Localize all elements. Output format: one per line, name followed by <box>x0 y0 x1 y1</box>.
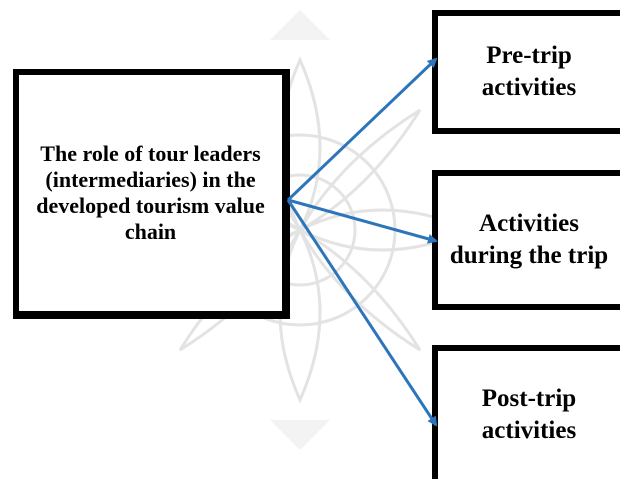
arrow-to-post-trip <box>286 199 438 427</box>
post-trip-box: Post-trip activities <box>432 345 620 479</box>
pre-trip-box: Pre-trip activities <box>432 10 620 134</box>
pre-trip-label: Pre-trip activities <box>481 42 577 101</box>
arrow-to-during-trip <box>287 198 438 244</box>
during-trip-box: Activities during the trip <box>432 170 620 310</box>
during-trip-label: Activities during the trip <box>449 210 609 269</box>
arrow-to-pre-trip <box>286 57 438 202</box>
post-trip-label: Post-trip activities <box>481 385 577 444</box>
source-box-label: The role of tour leaders (intermediaries… <box>36 141 265 244</box>
source-box: The role of tour leaders (intermediaries… <box>13 69 290 319</box>
